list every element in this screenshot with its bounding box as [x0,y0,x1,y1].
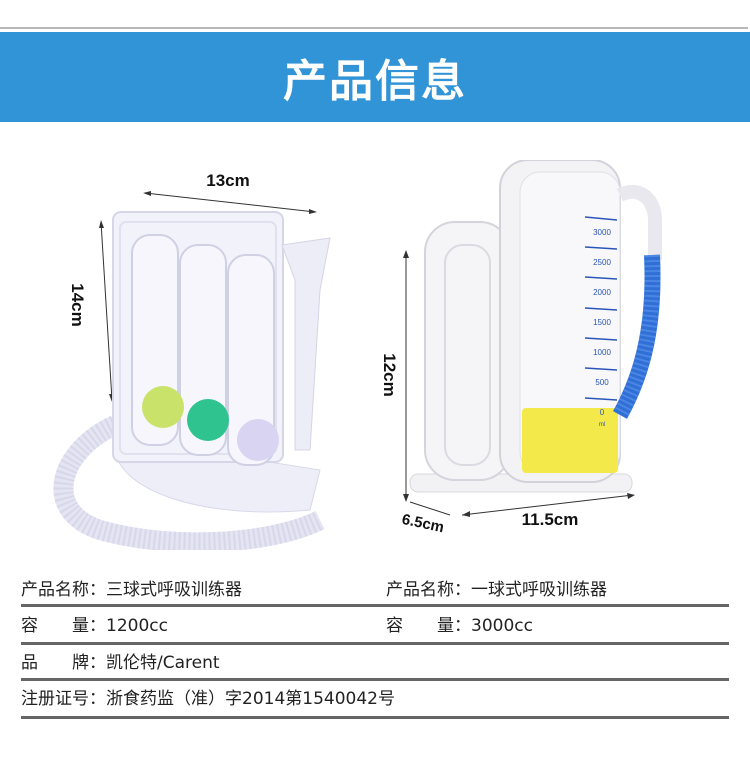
svg-text:2500: 2500 [593,258,611,267]
svg-text:0: 0 [600,408,605,417]
svg-text:3000: 3000 [593,228,611,237]
dimension-height-label: 12cm [380,353,399,396]
svg-text:1000: 1000 [593,348,611,357]
svg-text:1500: 1500 [593,318,611,327]
left-product-name: 产品名称：三球式呼吸训练器 [21,580,242,600]
dimension-width-label: 13cm [206,171,249,190]
dimension-height-label: 14cm [68,283,87,326]
row-divider [21,678,729,681]
registration-number: 注册证号：浙食药监（准）字2014第1540042号 [21,689,395,709]
svg-text:2000: 2000 [593,288,611,297]
yellow-piston [522,408,618,473]
row-divider [21,642,729,645]
header-banner: 产品信息 [0,32,750,122]
left-capacity: 容 量：1200cc [21,616,168,636]
dimension-width-label: 11.5cm [522,510,579,529]
right-product-name: 产品名称：一球式呼吸训练器 [386,580,607,600]
spec-row-registration: 注册证号：浙食药监（准）字2014第1540042号 [21,681,729,717]
row-divider [21,604,729,607]
top-divider [0,27,748,29]
row-divider [21,716,729,719]
svg-text:ml: ml [599,422,605,428]
svg-text:500: 500 [595,378,609,387]
green-ball [187,399,229,441]
spec-row-product-name: 产品名称：三球式呼吸训练器 产品名称：一球式呼吸训练器 [21,572,729,608]
volume-scale [584,216,618,401]
product-image-three-ball: 13cm 14cm [20,150,360,553]
three-ball-trainer-illustration: 13cm 14cm [53,171,331,553]
brand: 品 牌：凯伦特/Carent [21,653,220,673]
page-title: 产品信息 [283,56,467,107]
yellow-ball [142,386,184,428]
one-ball-trainer-illustration: 3000 2500 2000 1500 1000 500 0 ml 12cm 6… [380,159,662,536]
dimension-depth-label: 6.5cm [400,511,445,536]
spec-row-capacity: 容 量：1200cc 容 量：3000cc [21,608,729,644]
spec-row-brand: 品 牌：凯伦特/Carent [21,645,729,681]
product-image-one-ball: 3000 2500 2000 1500 1000 500 0 ml 12cm 6… [370,159,670,550]
right-capacity: 容 量：3000cc [386,616,533,636]
purple-ball [237,419,279,461]
